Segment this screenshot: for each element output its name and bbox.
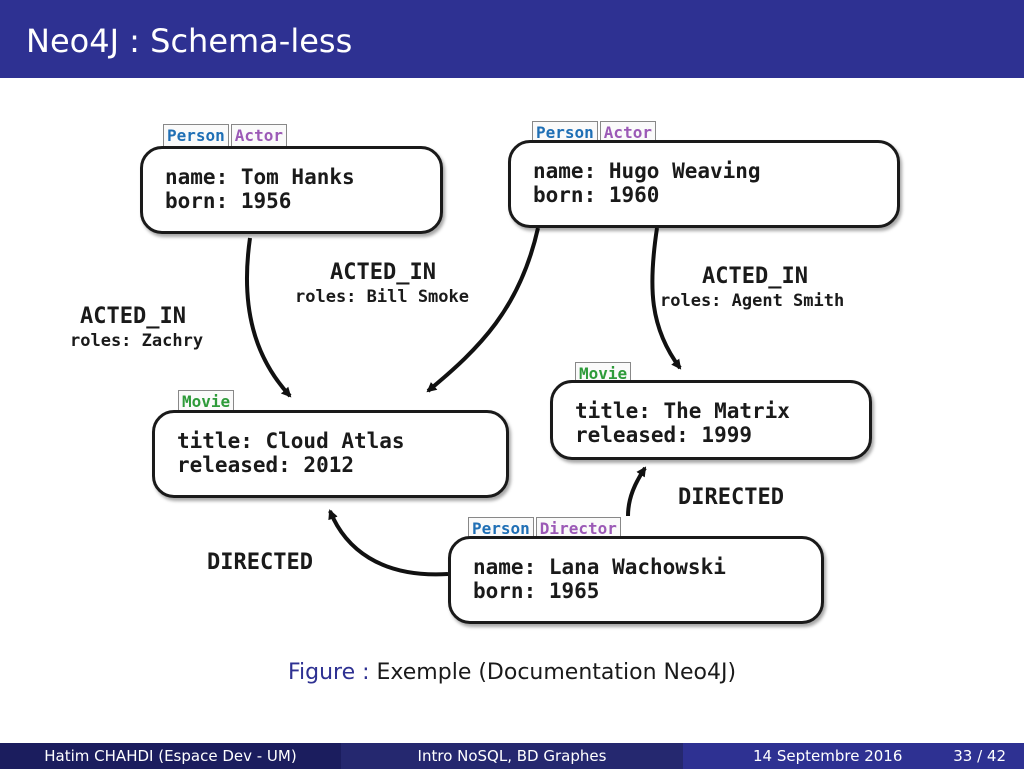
figure-caption: Figure : Exemple (Documentation Neo4J) xyxy=(0,660,1024,685)
node-property: released: 2012 xyxy=(177,453,355,477)
edge-lana-matrix xyxy=(626,466,647,517)
node-property: name: Hugo Weaving xyxy=(533,159,761,183)
slide-header: Neo4J : Schema-less xyxy=(0,0,1024,78)
rel-roles: roles: Zachry xyxy=(70,331,204,351)
caption-prefix: Figure : xyxy=(287,660,370,685)
edge-hugo-cloud xyxy=(426,227,540,393)
rel-hugo-cloud-label: ACTED_IN roles: Bill Smoke xyxy=(295,260,469,308)
caption-text: Exemple (Documentation Neo4J) xyxy=(376,660,737,685)
footer-date: 14 Septembre 2016 xyxy=(753,747,903,765)
node-property: born: 1965 xyxy=(473,579,600,603)
node-property: released: 1999 xyxy=(575,423,753,447)
footer-date-section: 14 Septembre 2016 33 / 42 xyxy=(683,743,1024,769)
node-tom-hanks: name: Tom Hanks born: 1956 xyxy=(140,146,443,234)
edges-layer xyxy=(244,227,682,577)
rel-roles: roles: Agent Smith xyxy=(660,291,845,311)
slide-title: Neo4J : Schema-less xyxy=(26,22,353,60)
rel-type: ACTED_IN xyxy=(702,264,808,289)
footer-author: Hatim CHAHDI (Espace Dev - UM) xyxy=(0,743,341,769)
rel-roles: roles: Bill Smoke xyxy=(295,287,469,307)
node-property: born: 1960 xyxy=(533,183,660,207)
rel-lana-matrix-label: DIRECTED xyxy=(678,485,784,510)
edge-tom-cloud xyxy=(244,237,292,398)
node-the-matrix: title: The Matrix released: 1999 xyxy=(550,380,872,460)
node-lana-wachowski: name: Lana Wachowski born: 1965 xyxy=(448,536,824,624)
edge-lana-cloud xyxy=(328,509,449,577)
node-property: born: 1956 xyxy=(165,189,292,213)
label-person: Person xyxy=(163,124,229,148)
node-property: name: Lana Wachowski xyxy=(473,555,726,579)
rel-type: ACTED_IN xyxy=(330,260,436,285)
node-property: name: Tom Hanks xyxy=(165,165,355,189)
rel-tom-cloud-label: ACTED_IN roles: Zachry xyxy=(70,304,203,352)
node-cloud-atlas: title: Cloud Atlas released: 2012 xyxy=(152,410,509,498)
slide-footer: Hatim CHAHDI (Espace Dev - UM) Intro NoS… xyxy=(0,743,1024,769)
rel-lana-cloud-label: DIRECTED xyxy=(207,550,313,575)
rel-type: ACTED_IN xyxy=(80,304,186,329)
rel-hugo-matrix-label: ACTED_IN roles: Agent Smith xyxy=(660,264,844,312)
node-property: title: The Matrix xyxy=(575,399,790,423)
tom-hanks-labels: Person Actor xyxy=(163,124,289,148)
footer-page-number: 33 / 42 xyxy=(953,747,1006,765)
label-actor: Actor xyxy=(230,124,287,148)
node-hugo-weaving: name: Hugo Weaving born: 1960 xyxy=(508,140,900,228)
footer-course: Intro NoSQL, BD Graphes xyxy=(341,743,683,769)
node-property: title: Cloud Atlas xyxy=(177,429,405,453)
edge-hugo-matrix xyxy=(650,227,682,370)
graph-diagram: Person Actor name: Tom Hanks born: 1956 … xyxy=(0,78,1024,648)
